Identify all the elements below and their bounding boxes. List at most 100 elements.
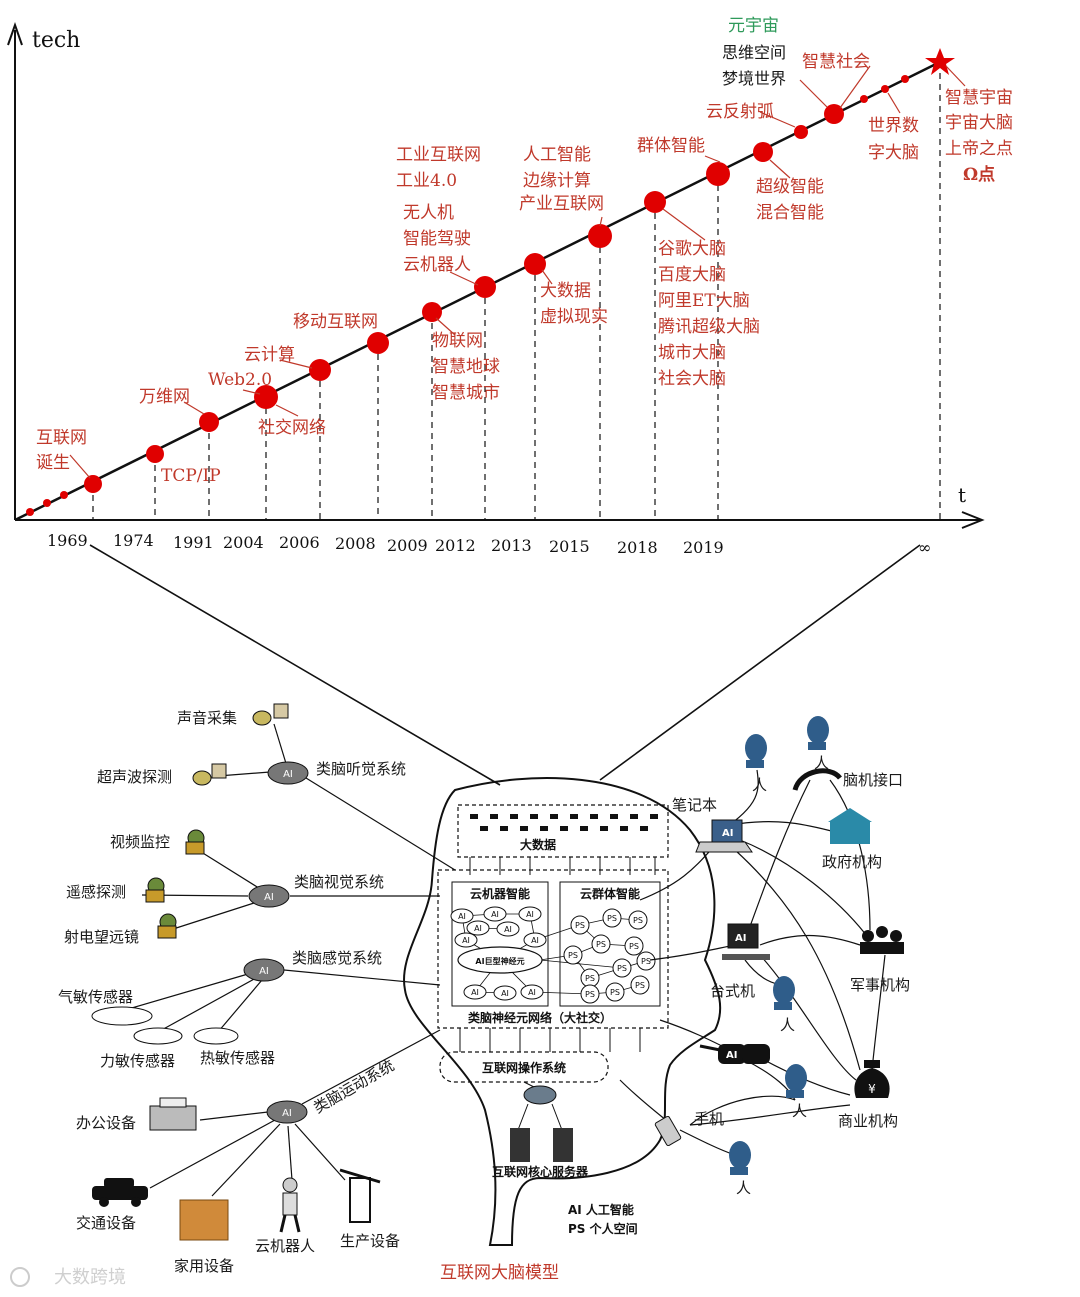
event-label: 智慧社会 — [802, 52, 870, 72]
small-dots — [26, 75, 909, 516]
os-connectors — [459, 1028, 641, 1052]
svg-text:人: 人 — [736, 1179, 751, 1197]
svg-text:PS: PS — [607, 914, 617, 923]
motor-output-label: 办公设备 — [76, 1114, 136, 1132]
svg-text:PS: PS — [585, 974, 595, 983]
production-icon — [339, 1168, 381, 1223]
neural-network-label: 类脑神经元网络（大社交） — [468, 1010, 612, 1025]
svg-text:PS: PS — [633, 916, 643, 925]
vision-input-label: 遥感探测 — [66, 883, 126, 901]
svg-text:AI: AI — [458, 912, 466, 921]
ultrasonic-icon — [192, 763, 227, 786]
vision-ai-node — [248, 884, 290, 908]
svg-text:PS: PS — [629, 942, 639, 951]
svg-text:AI: AI — [501, 989, 509, 998]
right-side: 人 人 人 人 人 脑机接口 AI 笔记本 政府机构 — [619, 716, 910, 1197]
military-icon — [860, 926, 904, 954]
year-label: 1969 — [47, 531, 88, 550]
svg-text:AI: AI — [471, 988, 479, 997]
gas-sensor-icon — [91, 1006, 153, 1026]
bigdata-connectors — [469, 857, 656, 875]
sense-input-label: 力敏传感器 — [100, 1052, 175, 1070]
year-label: 2009 — [387, 536, 428, 555]
event-label: 智慧地球 — [432, 357, 500, 377]
svg-text:AI: AI — [264, 892, 274, 903]
event-label: 梦境世界 — [722, 69, 786, 88]
event-label: 社交网络 — [258, 418, 326, 438]
svg-text:¥: ¥ — [868, 1082, 876, 1096]
sense-input-label: 气敏传感器 — [58, 988, 133, 1006]
motor-output-label: 云机器人 — [255, 1237, 315, 1255]
event-label: 物联网 — [432, 331, 483, 351]
network-box — [437, 869, 669, 1029]
motor-output-label: 生产设备 — [340, 1232, 400, 1250]
event-label: 边缘计算 — [523, 171, 591, 191]
event-label: 阿里ET大脑 — [658, 291, 750, 311]
event-label: 混合智能 — [756, 203, 824, 223]
event-label: 世界数 — [868, 116, 919, 136]
vision-system-label: 类脑视觉系统 — [294, 873, 384, 891]
x-axis-label: t — [958, 483, 966, 507]
swarm-intel-box — [559, 881, 661, 1007]
video-camera-icon — [185, 829, 205, 855]
laptop-label: 笔记本 — [672, 796, 717, 814]
event-label: 云计算 — [244, 345, 295, 365]
sense-system: AI 气敏传感器 力敏传感器 热敏传感器 类脑感觉系统 — [58, 949, 441, 1070]
year-label: 1974 — [113, 531, 154, 550]
ai-giant-neuron-label: AI巨型神经元 — [475, 956, 524, 966]
svg-text:PS: PS — [568, 951, 578, 960]
robot-intel-box — [451, 881, 549, 1007]
event-label: 思维空间 — [722, 43, 786, 62]
ai-giant-neuron — [457, 946, 543, 974]
svg-text:PS: PS — [641, 957, 651, 966]
sense-input-label: 热敏传感器 — [200, 1049, 275, 1067]
watermark-logo-icon — [10, 1267, 30, 1287]
laptop-icon — [695, 819, 753, 853]
event-label: 超级智能 — [756, 177, 824, 197]
military-label: 军事机构 — [850, 976, 910, 994]
motor-output-label: 家用设备 — [174, 1257, 234, 1275]
hearing-ai-node — [267, 761, 309, 785]
event-label: 工业4.0 — [396, 171, 457, 191]
event-label: 智慧宇宙 — [945, 88, 1013, 108]
drop-lines — [92, 62, 941, 520]
person-icon — [745, 734, 767, 768]
legend-ai: AI 人工智能 — [568, 1202, 634, 1217]
money-bag-icon — [854, 1060, 890, 1098]
event-label: 产业互联网 — [519, 194, 604, 214]
brain-model: 大数据 云机器智能 云群体智能 — [58, 703, 910, 1283]
hearing-input-label: 超声波探测 — [97, 768, 172, 786]
year-label: 2018 — [617, 538, 658, 557]
svg-text:AI: AI — [722, 828, 733, 839]
svg-text:AI: AI — [528, 988, 536, 997]
svg-text:PS: PS — [575, 921, 585, 930]
event-label: TCP/IP — [161, 466, 221, 486]
year-label: 2019 — [683, 538, 724, 557]
sense-ai-node — [243, 958, 285, 982]
event-label: 无人机 — [403, 203, 454, 223]
hearing-system: AI 声音采集 超声波探测 类脑听觉系统 — [97, 703, 456, 871]
force-sensor-icon — [133, 1027, 183, 1045]
event-label: 智能驾驶 — [403, 229, 471, 249]
svg-text:人: 人 — [792, 1102, 807, 1120]
home-device-icon — [179, 1199, 229, 1241]
year-label: 1991 — [173, 533, 214, 552]
brain-model-title: 互联网大脑模型 — [440, 1263, 559, 1283]
event-label: 工业互联网 — [396, 145, 481, 165]
bci-headset-icon — [792, 768, 842, 791]
svg-text:PS: PS — [596, 940, 606, 949]
motor-ai-node — [266, 1100, 308, 1124]
person-labels: 人 人 人 人 人 — [736, 754, 829, 1197]
svg-text:人: 人 — [780, 1016, 795, 1034]
year-label: 2008 — [335, 534, 376, 553]
event-label: 智慧城市 — [432, 383, 500, 403]
event-label: 群体智能 — [637, 136, 705, 156]
telescope-icon — [157, 913, 177, 939]
svg-text:PS: PS — [617, 964, 627, 973]
event-label: 诞生 — [36, 453, 70, 473]
business-label: 商业机构 — [838, 1112, 898, 1130]
x-axis-arrow — [961, 511, 985, 529]
svg-text:PS: PS — [585, 990, 595, 999]
motor-output-label: 交通设备 — [76, 1214, 136, 1232]
